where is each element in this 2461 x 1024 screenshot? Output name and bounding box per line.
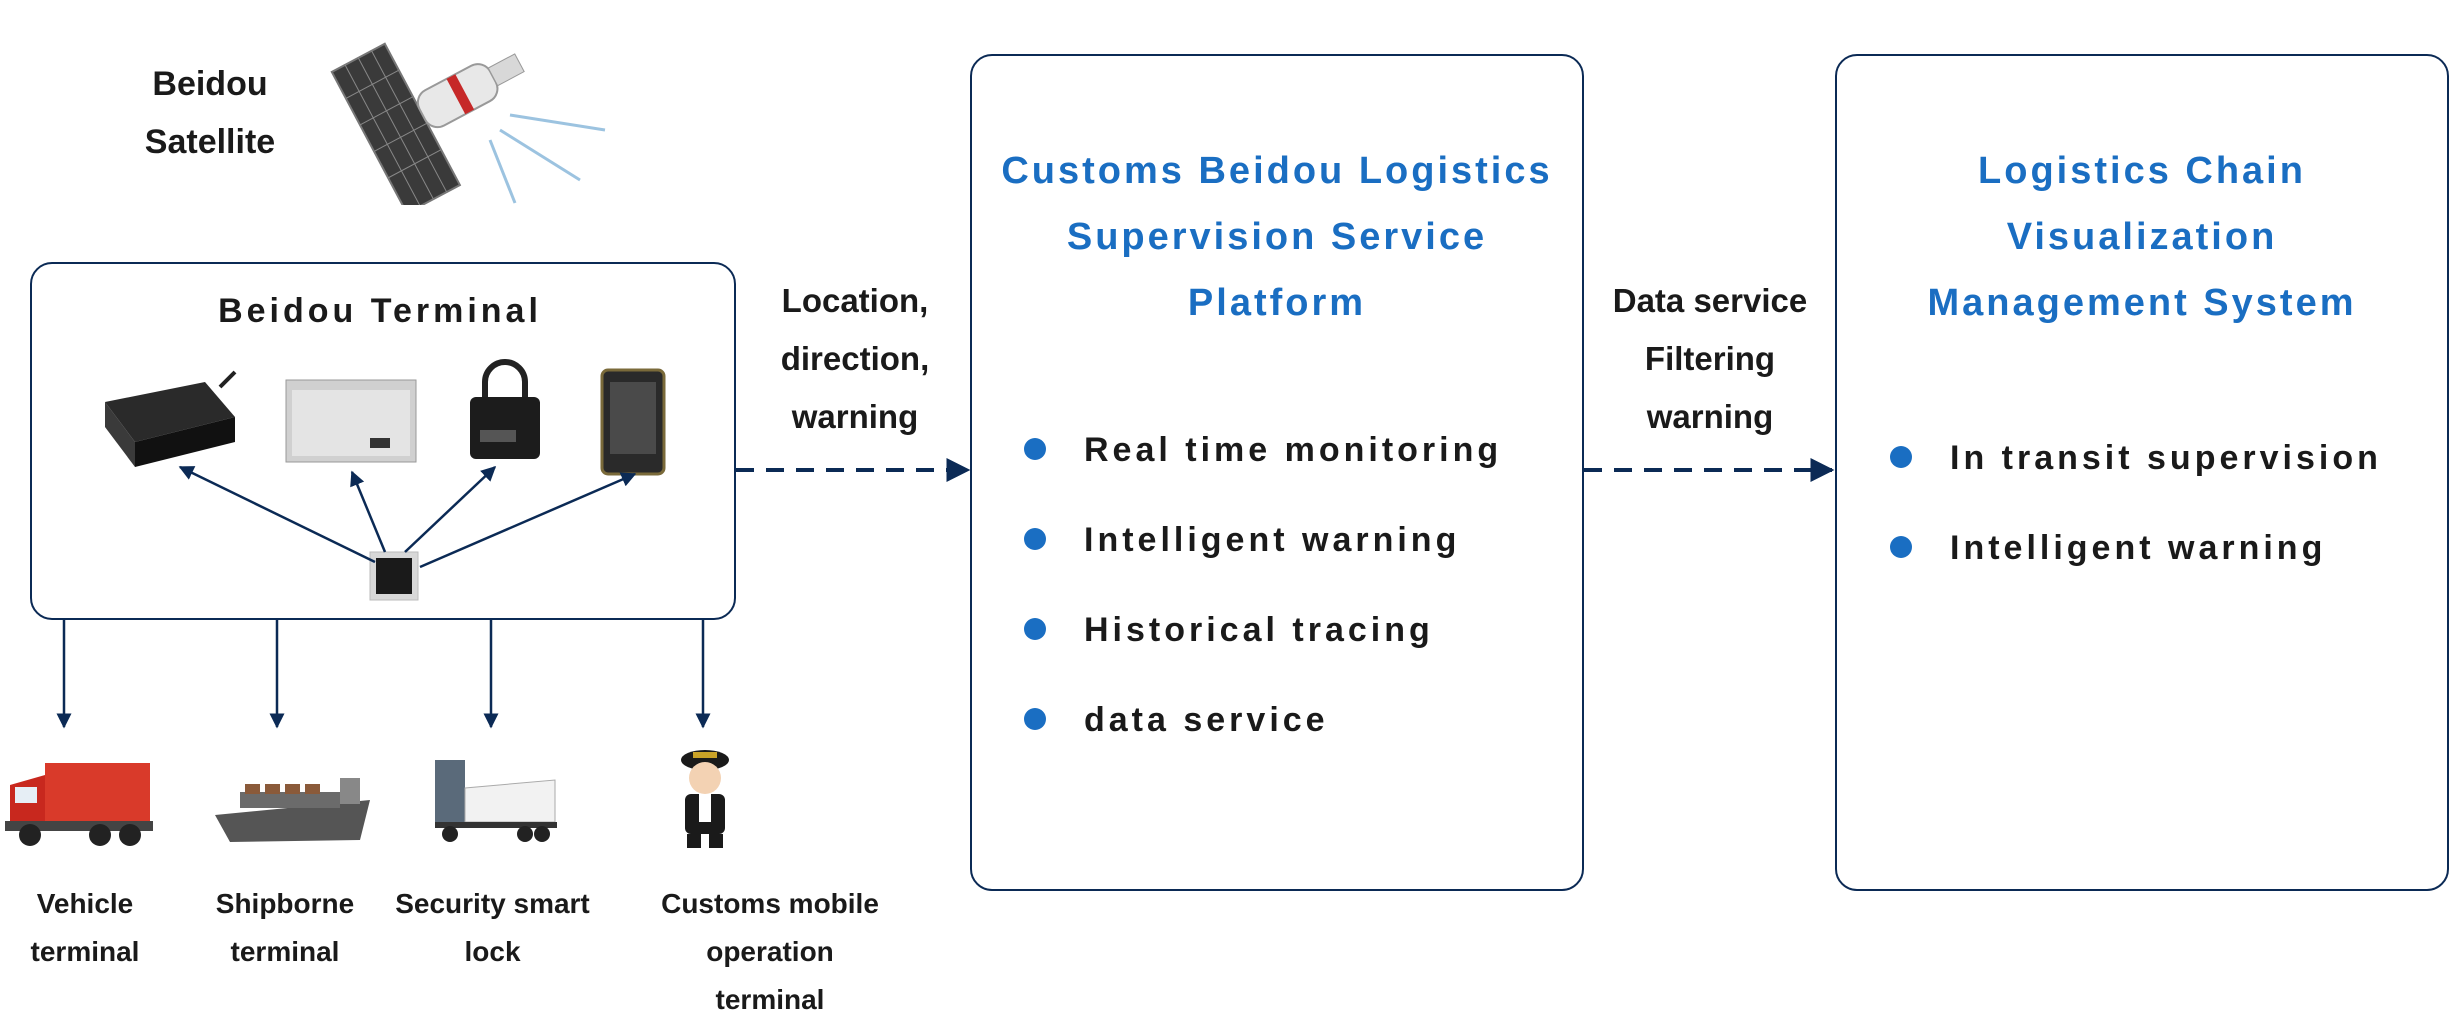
bullet-dot-icon: [1890, 536, 1912, 558]
beidou-terminal-title: Beidou Terminal: [218, 292, 542, 330]
endpoint-label-vehicle: Vehicle terminal: [0, 880, 170, 976]
visualization-system-title: Logistics Chain Visualization Management…: [1835, 138, 2449, 336]
endpoint-label-smart-lock: Security smart lock: [395, 880, 590, 976]
platform-feature-label: Intelligent warning: [1084, 521, 1461, 559]
platform-feature-item: Historical tracing: [1024, 610, 1544, 700]
link-left-line1: Location,: [781, 282, 929, 319]
link-right-label: Data service Filtering warning: [1600, 272, 1820, 446]
endpoint-vehicle-line1: Vehicle: [36, 888, 134, 919]
endpoint-customs-mobile-line2: terminal: [715, 984, 825, 1015]
endpoint-arrows: [56, 620, 711, 729]
bullet-dot-icon: [1024, 438, 1046, 460]
dashed-arrow-right: [1584, 458, 1835, 482]
platform-box: [970, 54, 1584, 891]
platform-feature-label: Historical tracing: [1084, 611, 1434, 649]
visualization-system-box: [1835, 54, 2449, 891]
bullet-dot-icon: [1024, 528, 1046, 550]
bullet-dot-icon: [1024, 708, 1046, 730]
link-right-line2: Filtering: [1644, 340, 1776, 377]
endpoint-smart-lock-line1: Security smart: [395, 888, 590, 919]
endpoint-customs-mobile-line1: Customs mobile operation: [661, 888, 879, 967]
platform-title: Customs Beidou Logistics Supervision Ser…: [970, 138, 1584, 336]
platform-title-line3: Platform: [1187, 282, 1367, 324]
endpoint-vehicle-line2: terminal: [30, 936, 140, 967]
container-truck-icon: [435, 760, 557, 842]
terminal-devices: [105, 359, 666, 601]
beidou-chip-icon: [369, 551, 419, 601]
endpoint-shipborne-line2: terminal: [230, 936, 340, 967]
truck-icon: [5, 763, 153, 846]
visualization-feature-item: Intelligent warning: [1890, 528, 2410, 618]
dashed-arrow-left: [736, 458, 971, 482]
satellite-label-line1: Beidou: [152, 65, 268, 103]
link-right-line1: Data service: [1612, 282, 1808, 319]
satellite-label-line2: Satellite: [144, 123, 276, 161]
link-left-line3: warning: [791, 398, 919, 435]
platform-feature-item: Intelligent warning: [1024, 520, 1544, 610]
platform-feature-list: Real time monitoring Intelligent warning…: [1024, 430, 1544, 790]
visualization-title-line3: Management System: [1927, 282, 2357, 324]
endpoint-shipborne-line1: Shipborne: [215, 888, 355, 919]
visualization-title-line2: Visualization: [2006, 216, 2278, 258]
visualization-feature-label: Intelligent warning: [1950, 529, 2327, 567]
bullet-dot-icon: [1890, 446, 1912, 468]
cargo-ship-icon: [215, 778, 370, 842]
satellite-icon: [330, 42, 606, 205]
endpoint-label-shipborne: Shipborne terminal: [195, 880, 375, 976]
link-right-line3: warning: [1646, 398, 1774, 435]
platform-title-line2: Supervision Service: [1066, 216, 1488, 258]
visualization-feature-label: In transit supervision: [1950, 439, 2382, 477]
endpoint-label-customs-mobile: Customs mobile operation terminal: [605, 880, 935, 1024]
bullet-dot-icon: [1024, 618, 1046, 640]
vehicle-tracker-device-icon: [105, 370, 237, 467]
link-left-line2: direction,: [780, 340, 930, 377]
hub-arrows: [178, 465, 637, 569]
ship-tracker-device-icon: [285, 379, 417, 463]
platform-feature-label: data service: [1084, 701, 1329, 739]
smart-lock-device-icon: [470, 359, 540, 459]
visualization-feature-item: In transit supervision: [1890, 438, 2410, 528]
link-left-label: Location, direction, warning: [745, 272, 965, 446]
visualization-feature-list: In transit supervision Intelligent warni…: [1890, 438, 2410, 618]
platform-title-line1: Customs Beidou Logistics: [1001, 150, 1553, 192]
platform-feature-item: data service: [1024, 700, 1544, 790]
handheld-terminal-icon: [600, 368, 666, 476]
platform-feature-item: Real time monitoring: [1024, 430, 1544, 520]
customs-officer-icon: [681, 750, 729, 848]
satellite-label: Beidou Satellite: [130, 55, 290, 171]
platform-feature-label: Real time monitoring: [1084, 431, 1503, 469]
endpoint-smart-lock-line2: lock: [464, 936, 521, 967]
visualization-title-line1: Logistics Chain: [1978, 150, 2306, 192]
